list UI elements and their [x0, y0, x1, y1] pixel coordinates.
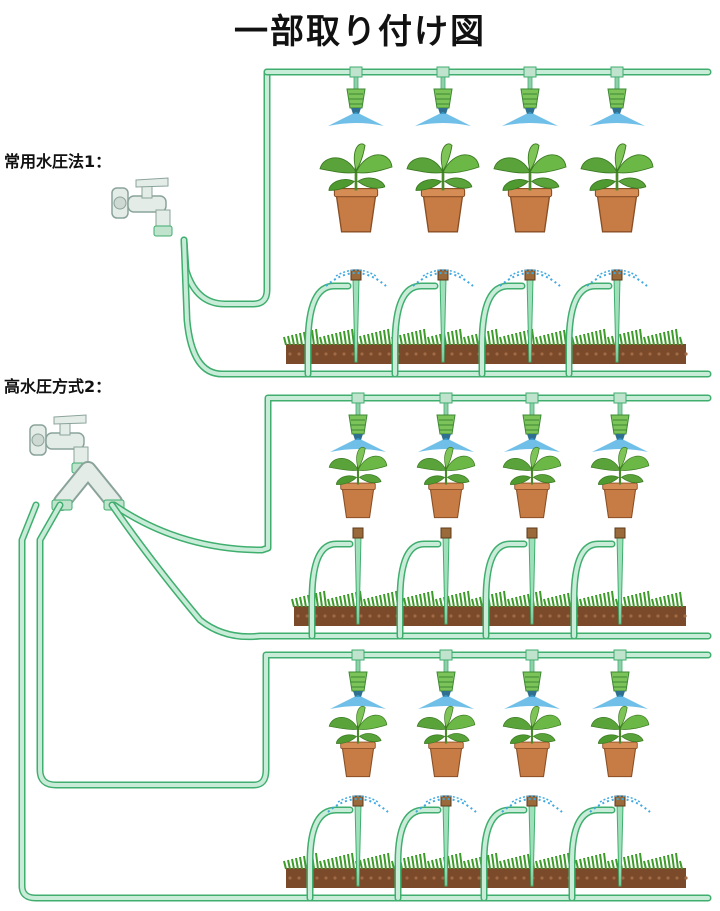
feeder-tube-s1-3: [478, 282, 526, 378]
potted-plant-icon-s2-2: [416, 447, 476, 519]
ground-stake-sprinkler-icon-s3-1: [327, 795, 389, 887]
feeder-tube-s2-1: [308, 540, 354, 640]
y-splitter-icon: [51, 461, 125, 511]
faucet-icon-section2: [29, 414, 91, 474]
mist-nozzle-icon-s2-2: [418, 392, 474, 452]
feeder-tube-s2-2: [396, 540, 442, 640]
potted-plant-icon-s1-4: [580, 143, 654, 233]
mist-nozzle-icon-s2-1: [330, 392, 386, 452]
potted-plant-icon-s2-4: [590, 447, 650, 519]
ground-stake-sprinkler-icon-s1-2: [412, 269, 474, 363]
mist-nozzle-icon-s1-4: [589, 66, 645, 126]
method-label-normal-pressure: 常用水圧法1：: [4, 152, 112, 171]
potted-plant-icon-s3-3: [502, 706, 562, 778]
feeder-tube-s3-2: [394, 806, 442, 902]
ground-stake-sprinkler-icon-s2-2: [440, 527, 452, 625]
potted-plant-icon-s2-3: [502, 447, 562, 519]
feeder-tube-s1-2: [391, 282, 439, 378]
ground-stake-sprinkler-icon-s1-4: [586, 269, 648, 363]
page-title: 一部取り付け図: [234, 12, 486, 52]
ground-stake-sprinkler-icon-s3-3: [501, 795, 563, 887]
potted-plant-icon-s2-1: [328, 447, 388, 519]
ground-stake-sprinkler-icon-s3-4: [589, 795, 651, 887]
potted-plant-icon-s1-1: [319, 143, 393, 233]
pipe-section1-bottom-line: [180, 236, 712, 378]
feeder-tube-s2-4: [570, 540, 616, 640]
mist-nozzle-icon-s3-3: [504, 649, 560, 709]
potted-plant-icon-s1-2: [406, 143, 480, 233]
feeder-tube-s3-3: [480, 806, 528, 902]
potted-plant-icon-s3-4: [590, 706, 650, 778]
mist-nozzle-icon-s3-2: [418, 649, 474, 709]
mist-nozzle-icon-s1-3: [502, 66, 558, 126]
potted-plant-icon-s3-2: [416, 706, 476, 778]
ground-stake-sprinkler-icon-s2-3: [526, 527, 538, 625]
feeder-tube-s1-4: [565, 282, 613, 378]
feeder-tube-s2-3: [482, 540, 528, 640]
feeder-tube-s3-4: [568, 806, 616, 902]
ground-stake-sprinkler-icon-s1-1: [325, 269, 387, 363]
mist-nozzle-icon-s1-2: [415, 66, 471, 126]
pipe-section2-bottom-line: [108, 501, 712, 641]
feeder-tube-s1-1: [304, 282, 352, 378]
faucet-icon-section1: [111, 177, 173, 237]
mist-nozzle-icon-s2-3: [504, 392, 560, 452]
potted-plant-icon-s3-1: [328, 706, 388, 778]
pipe-section3-top-line: [36, 501, 712, 789]
mist-nozzle-icon-s3-1: [330, 649, 386, 709]
ground-stake-sprinkler-icon-s2-1: [352, 527, 364, 625]
mist-nozzle-icon-s1-1: [328, 66, 384, 126]
pipe-section3-bottom-line: [18, 501, 712, 902]
pipe-section2-top-line: [110, 394, 712, 554]
mist-nozzle-icon-s3-4: [592, 649, 648, 709]
mist-nozzle-icon-s2-4: [592, 392, 648, 452]
ground-stake-sprinkler-icon-s2-4: [614, 527, 626, 625]
soil-strip-icon-s1: [283, 328, 688, 364]
potted-plant-icon-s1-3: [493, 143, 567, 233]
ground-stake-sprinkler-icon-s1-3: [499, 269, 561, 363]
feeder-tube-s3-1: [306, 806, 354, 902]
method-label-high-pressure: 高水圧方式2：: [4, 377, 112, 396]
ground-stake-sprinkler-icon-s3-2: [415, 795, 477, 887]
pipe-section1-top-feed: [180, 68, 271, 308]
